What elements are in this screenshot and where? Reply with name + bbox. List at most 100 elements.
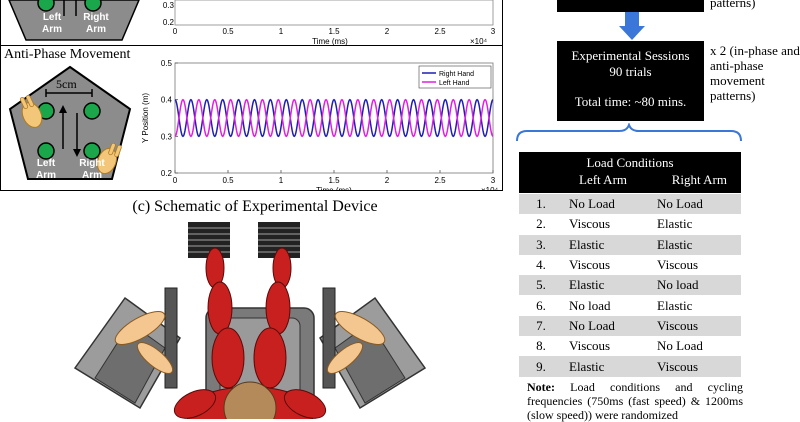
top-plot-xlabel: Time (ms) [312,37,348,46]
right-top-target [83,102,101,120]
right-arrow-down-icon [73,113,81,157]
table-cell-right: Elastic [651,214,741,235]
left-bottom-target [37,142,55,160]
right-manipulandum-icon [319,287,427,410]
table-cell-right: Elastic [651,295,741,316]
caption-c: (c) Schematic of Experimental Device [132,198,378,215]
table-cell-num: 7. [519,315,563,337]
table-cell-num: 1. [519,194,563,215]
y-tick-label: 0.2 [161,169,173,178]
col-right-arm: Right Arm [671,172,727,187]
right-bottom-target [83,142,101,160]
series-line-0 [174,98,494,138]
x-tick-label: 2 [385,176,390,185]
table-cell-right: No Load [651,336,741,357]
table-cell-right: Viscous [651,315,741,337]
left-hand-icon [19,94,43,128]
load-conditions-header: Load Conditions Left Arm Right Arm [519,152,741,193]
x-tick-label: 1.5 [328,176,340,185]
experimental-device-illustration [73,222,427,419]
table-cell-right: Elastic [651,234,741,255]
table-cell-left: Viscous [563,336,651,357]
anti-right-arm-label: Right Arm [79,158,105,181]
left-pedal-icon [188,222,230,258]
table-cell-left: Viscous [563,254,651,276]
left-manipulandum-icon [73,287,181,410]
top-right-arm-label: Right Arm [83,12,109,35]
table-cell-right: Viscous [651,254,741,276]
sessions-trials: 90 trials [609,64,652,79]
x-tick-label: 0.5 [222,176,234,185]
down-arrow-icon [619,12,645,40]
legend-label-0: Right Hand [439,71,474,78]
table-cell-num: 6. [519,295,563,316]
right-hand-icon [96,142,122,175]
experimental-sessions-box: Experimental Sessions 90 trials Total ti… [557,41,704,121]
note-label: Note: [527,380,555,394]
table-cell-num: 9. [519,356,563,377]
device-figure-frame [0,0,503,191]
x-axis-label: Time (ms) [316,186,352,190]
x-tick-label: 1 [279,176,284,185]
anti-phase-chart: 00.511.522.530.50.40.30.2Time (ms)×10⁴Y … [141,59,499,190]
top-plot-xtick-2: 1 [278,27,284,36]
table-cell-left: No load [563,295,651,316]
table-cell-num: 2. [519,214,563,235]
y-axis-label: Y Position (m) [141,93,150,143]
table-cell-right: No Load [651,194,741,215]
table-cell-left: Elastic [563,356,651,377]
note: Note: Load conditions and cycling freque… [527,380,743,422]
table-cell-left: Elastic [563,234,651,255]
left-leg-icon [205,247,245,389]
table-cell-num: 4. [519,254,563,276]
anti-phase-device-diagram [8,65,132,180]
y-tick-label: 0.4 [161,96,173,105]
legend-box [418,65,492,89]
top-plot-xtick-3: 1.5 [328,27,340,36]
distance-label: 5cm [56,77,77,91]
table-cell-left: Viscous [563,214,651,235]
table-cell-num: 8. [519,336,563,357]
top-plot-xtick-4: 2 [384,27,390,36]
anti-phase-title: Anti-Phase Movement [4,47,131,62]
sessions-total-time: Total time: ~80 mins. [574,94,687,109]
in-phase-plot [174,0,494,26]
table-cell-right: Viscous [651,356,741,377]
table-cell-left: No Load [563,315,651,337]
top-plot-xtick-6: 3 [490,27,496,36]
legend-label-1: Left Hand [439,80,469,87]
anti-left-arm-label: Left Arm [35,158,56,181]
previous-step-note: patterns) [710,0,756,10]
table-cell-left: No Load [563,194,651,215]
note-text: Load conditions and cycling frequencies … [527,380,743,422]
previous-step-box [557,0,704,12]
top-plot-ytick-2: 0.2 [162,18,174,27]
table-brace-icon [516,123,742,142]
left-arrow-up-icon [59,105,67,149]
y-tick-label: 0.5 [161,59,173,68]
table-cell-num: 5. [519,275,563,296]
x-tick-label: 0 [173,176,178,185]
y-tick-label: 0.3 [161,132,173,141]
multiplier-note: x 2 (in-phase and anti-phase movement pa… [710,43,800,103]
col-left-arm: Left Arm [579,172,628,187]
x-tick-label: 3 [491,176,496,185]
top-plot-axes [174,0,494,26]
x-axis-exponent: ×10⁴ [481,186,499,190]
series-line-1 [174,98,494,138]
top-plot-xtick-5: 2.5 [434,27,446,36]
head-icon [223,381,277,419]
row-divider [0,45,503,46]
sessions-title: Experimental Sessions [571,48,690,63]
top-left-arm-label: Left Arm [41,12,62,35]
top-plot-ytick-1: 0.3 [162,1,174,10]
table-cell-right: No load [651,275,741,296]
